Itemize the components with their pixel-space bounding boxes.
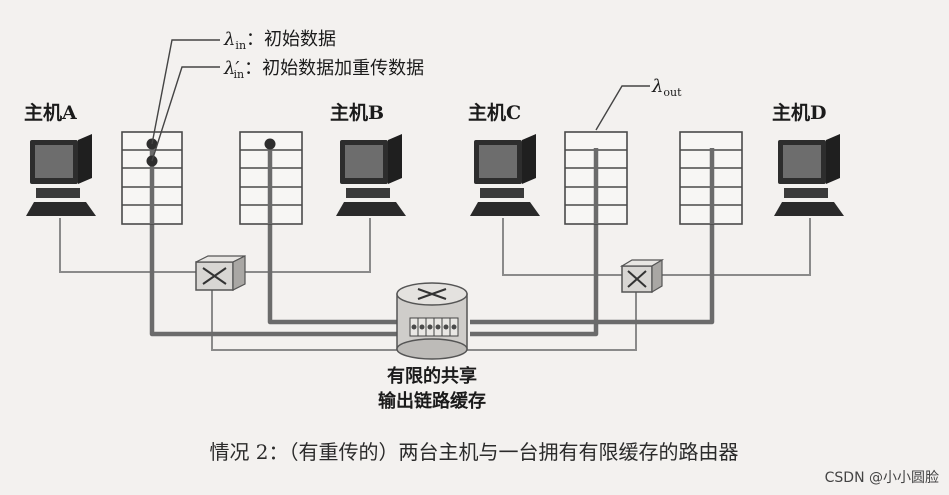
- flow-overlay: [149, 145, 715, 224]
- host-a-label: 主机A: [24, 102, 77, 124]
- computer-b-icon: [336, 134, 406, 216]
- figure-caption: 情况 2：（有重传的）两台主机与一台拥有有限缓存的路由器: [209, 440, 738, 464]
- link-host-b-switch-left: [233, 218, 371, 273]
- watermark: CSDN @小小圆脸: [825, 470, 939, 486]
- dot-b: [264, 138, 276, 150]
- link-switch-left-router: [211, 288, 400, 351]
- link-host-a-switch-left: [59, 218, 196, 273]
- switch-left-icon: [195, 255, 246, 291]
- router-icon: [396, 282, 468, 360]
- host-c-label: 主机C: [468, 102, 521, 124]
- router-label-line1: 有限的共享: [387, 365, 477, 387]
- legend-leaders: [151, 39, 650, 162]
- host-b-label: 主机B: [330, 102, 384, 124]
- lambda-in-label: λin：初始数据: [223, 29, 336, 52]
- link-host-d-switch-right: [652, 218, 811, 276]
- switch-right-icon: [619, 258, 665, 294]
- router-label-line2: 输出链路缓存: [378, 390, 486, 412]
- link-host-c-switch-right: [502, 218, 622, 276]
- lambda-in-prime-label: λ′in：初始数据加重传数据: [223, 58, 424, 81]
- host-d-label: 主机D: [772, 102, 826, 124]
- computer-d-icon: [774, 134, 844, 216]
- lambda-out-label: λout: [651, 76, 682, 99]
- link-switch-right-router: [465, 290, 637, 351]
- computer-c-icon: [470, 134, 540, 216]
- router-buffer-slots: [409, 317, 459, 337]
- computer-a-icon: [26, 134, 96, 216]
